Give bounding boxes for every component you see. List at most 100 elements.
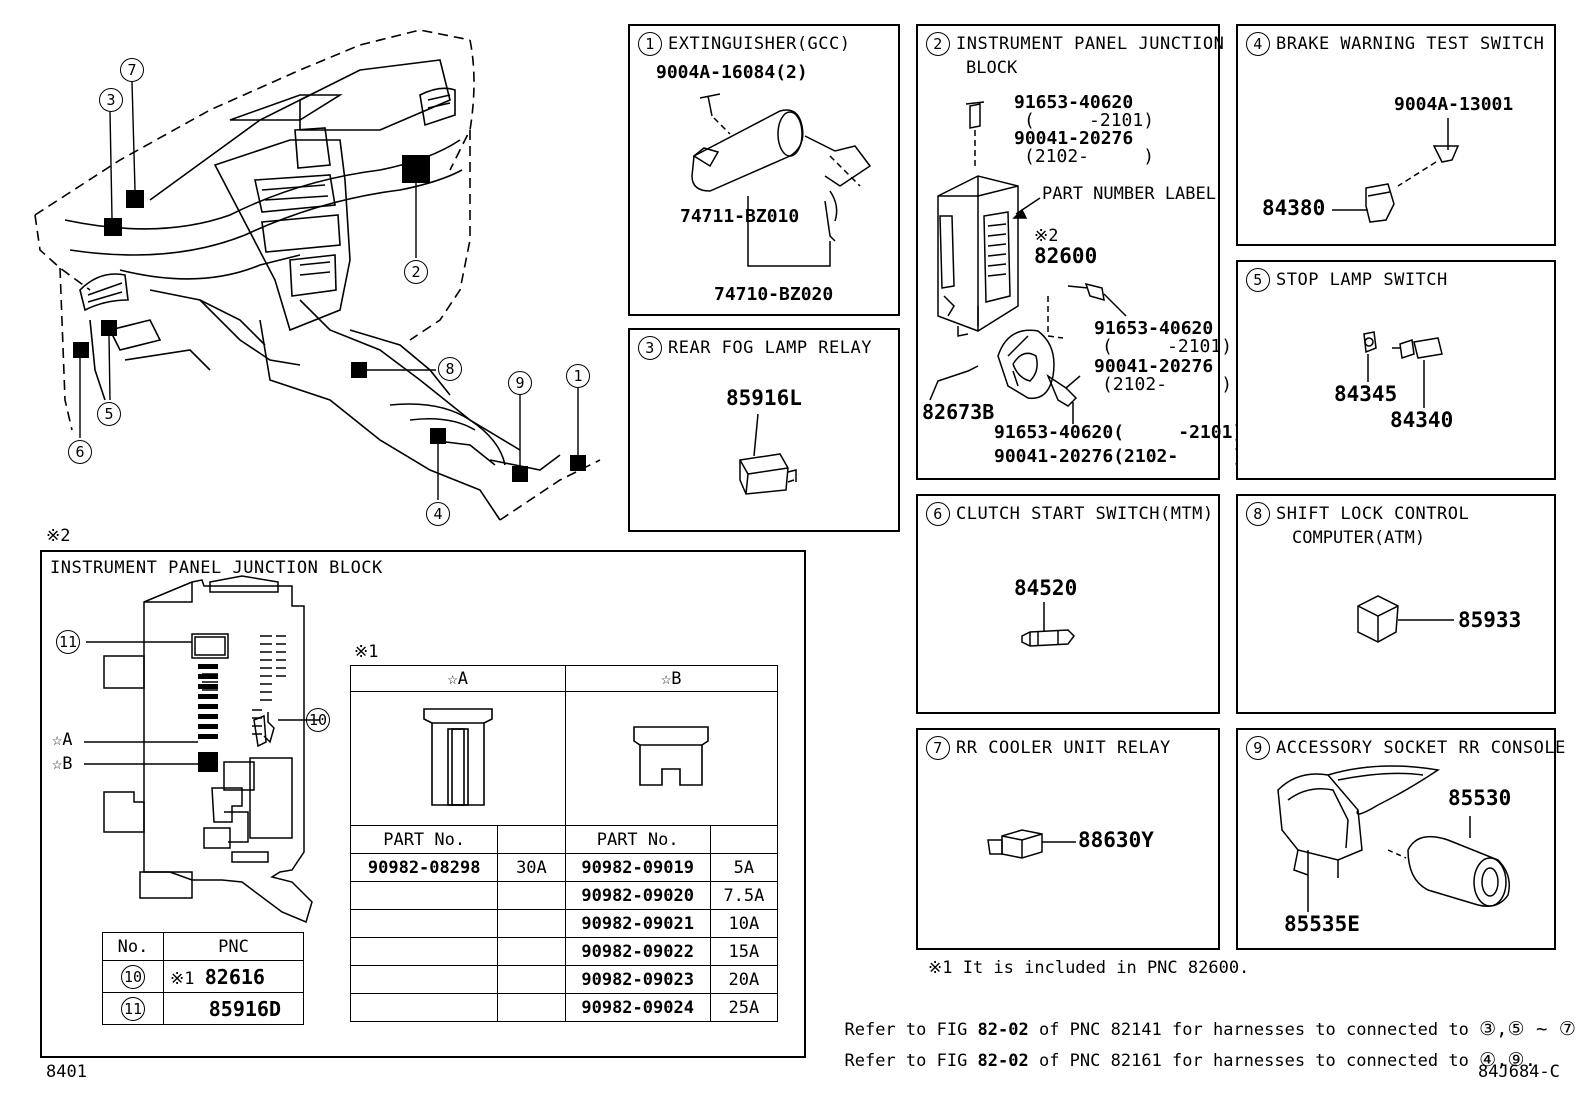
- fuse-amp: 30A: [497, 853, 566, 882]
- callout-10-icon: 10: [121, 964, 145, 989]
- fuse-note-mark: ※1: [354, 642, 379, 662]
- panel-title: 9 ACCESSORY SOCKET RR CONSOLE: [1246, 736, 1566, 760]
- callout-2-icon: 2: [926, 32, 950, 56]
- part-number: 85530: [1448, 786, 1512, 810]
- dash-callout-1: 1: [566, 364, 590, 388]
- fuse-part: 90982-09019: [564, 853, 711, 882]
- part-number: 84380: [1262, 196, 1326, 220]
- cooler-relay-drawing: [987, 829, 1076, 859]
- shift-lock-computer-drawing: [1357, 595, 1454, 643]
- accessory-socket-drawing: [1277, 765, 1510, 912]
- fuse-amp: 7.5A: [709, 881, 779, 910]
- table-row: 90982-09023 20A: [349, 965, 779, 994]
- ref-text: Refer to FIG: [844, 1020, 978, 1040]
- fuse-amp: 10A: [709, 909, 779, 938]
- fuse-amp: 15A: [709, 937, 779, 966]
- reference-note-1: Refer to FIG 82-02 of PNC 82141 for harn…: [824, 998, 1575, 1040]
- junction-block-detail: INSTRUMENT PANEL JUNCTION BLOCK: [40, 550, 806, 1058]
- callout-1-icon: 1: [638, 32, 662, 56]
- part-number: 88630Y: [1078, 828, 1154, 852]
- dash-callout-7: 7: [120, 58, 144, 82]
- panel-title: 3 REAR FOG LAMP RELAY: [638, 336, 872, 360]
- table-row: 11 85916D: [102, 992, 304, 1025]
- dash-callout-8: 8: [438, 357, 462, 381]
- pnc-value: 85916D: [208, 996, 281, 1021]
- note-mark: ※1: [170, 968, 195, 989]
- part-number: ( -2101): [1024, 110, 1155, 131]
- clutch-switch-drawing: [1021, 602, 1075, 647]
- part-number: ( -2101): [1102, 336, 1233, 357]
- title-text: INSTRUMENT PANEL JUNCTION: [956, 34, 1225, 54]
- panel-title: 8 SHIFT LOCK CONTROL: [1246, 502, 1469, 526]
- note-mark: ※2: [1034, 226, 1059, 246]
- dash-callout-9: 9: [508, 371, 532, 395]
- ref-text: of PNC 82141 for harnesses to connected …: [1028, 1020, 1480, 1040]
- dash-callout-2: 2: [404, 260, 428, 284]
- fig-ref: 82-02: [977, 1051, 1029, 1071]
- fuse-amp: 5A: [709, 853, 779, 882]
- part-number: 90041-20276: [1094, 356, 1214, 377]
- callout-8-icon: 8: [1246, 502, 1270, 526]
- table-row: 90982-09020 7.5A: [349, 881, 779, 910]
- part-number: (2102- ): [1102, 374, 1233, 395]
- part-number: (2102- ): [1024, 146, 1155, 167]
- part-number: 9004A-16084(2): [656, 62, 808, 83]
- title-text: ACCESSORY SOCKET RR CONSOLE: [1276, 738, 1566, 758]
- star-a-label: ☆A: [52, 730, 73, 750]
- dash-callout-3: 3: [99, 88, 123, 112]
- col-header: PNC: [163, 932, 304, 961]
- fig-ref: 82-02: [977, 1020, 1029, 1040]
- jb-callout-11: 11: [56, 630, 80, 654]
- col-header: PART No.: [564, 825, 711, 854]
- stop-lamp-switch-drawing: [1363, 331, 1443, 408]
- callout-9-icon: 9: [1246, 736, 1270, 760]
- title-text: SHIFT LOCK CONTROL: [1276, 504, 1470, 524]
- jb-title: INSTRUMENT PANEL JUNCTION BLOCK: [50, 558, 383, 578]
- part-number: 84520: [1014, 576, 1078, 600]
- callout-3-icon: 3: [638, 336, 662, 360]
- callout-6-icon: 6: [926, 502, 950, 526]
- part-number-label: PART NUMBER LABEL: [1042, 184, 1216, 204]
- footer-left-code: 8401: [46, 1062, 87, 1082]
- panel-accessory-socket: 9 ACCESSORY SOCKET RR CONSOLE 85530 85535…: [1236, 728, 1565, 950]
- part-number: 84340: [1390, 408, 1454, 432]
- part-number: 84345: [1334, 382, 1398, 406]
- part-number: 85933: [1458, 608, 1522, 632]
- title-text: EXTINGUISHER(GCC): [668, 34, 851, 54]
- table-row: 90982-09024 25A: [349, 993, 779, 1022]
- table-row: 90982-09021 10A: [349, 909, 779, 938]
- reference-note-2: Refer to FIG 82-02 of PNC 82161 for harn…: [824, 1029, 1536, 1071]
- col-header: ☆B: [564, 665, 778, 692]
- fuse-part: 90982-09022: [564, 937, 711, 966]
- col-header: PART No.: [349, 825, 499, 854]
- title-text: REAR FOG LAMP RELAY: [668, 338, 872, 358]
- col-header: ☆A: [350, 665, 566, 692]
- part-number: 90041-20276: [1014, 128, 1134, 149]
- panel-shift-lock-control-computer: 8 SHIFT LOCK CONTROL COMPUTER(ATM) 85933: [1236, 494, 1556, 714]
- junction-block-drawing: [929, 101, 1127, 424]
- panel-title: 2 INSTRUMENT PANEL JUNCTION: [926, 32, 1224, 56]
- part-number: 85535E: [1284, 912, 1360, 936]
- fuse-part: 90982-08298: [349, 853, 499, 882]
- fuse-part: 90982-09023: [564, 965, 711, 994]
- junction-block-outline: [84, 575, 320, 924]
- dash-callout-4: 4: [426, 502, 450, 526]
- relay-drawing: [739, 413, 797, 495]
- fuse-table: ☆A ☆B: [349, 665, 779, 1022]
- ref-text: of PNC 82161 for harnesses to connected …: [1028, 1051, 1480, 1071]
- part-number: 91653-40620: [1094, 318, 1214, 339]
- fuse-part: 90982-09020: [564, 881, 711, 910]
- title-text: STOP LAMP SWITCH: [1276, 270, 1448, 290]
- part-number: 91653-40620: [1014, 92, 1134, 113]
- title-text: COMPUTER(ATM): [1292, 528, 1426, 548]
- callout-4-icon: 4: [1246, 32, 1270, 56]
- callout-11-icon: 11: [121, 996, 145, 1021]
- jb-note-mark: ※2: [46, 526, 71, 546]
- table-row: 90982-09022 15A: [349, 937, 779, 966]
